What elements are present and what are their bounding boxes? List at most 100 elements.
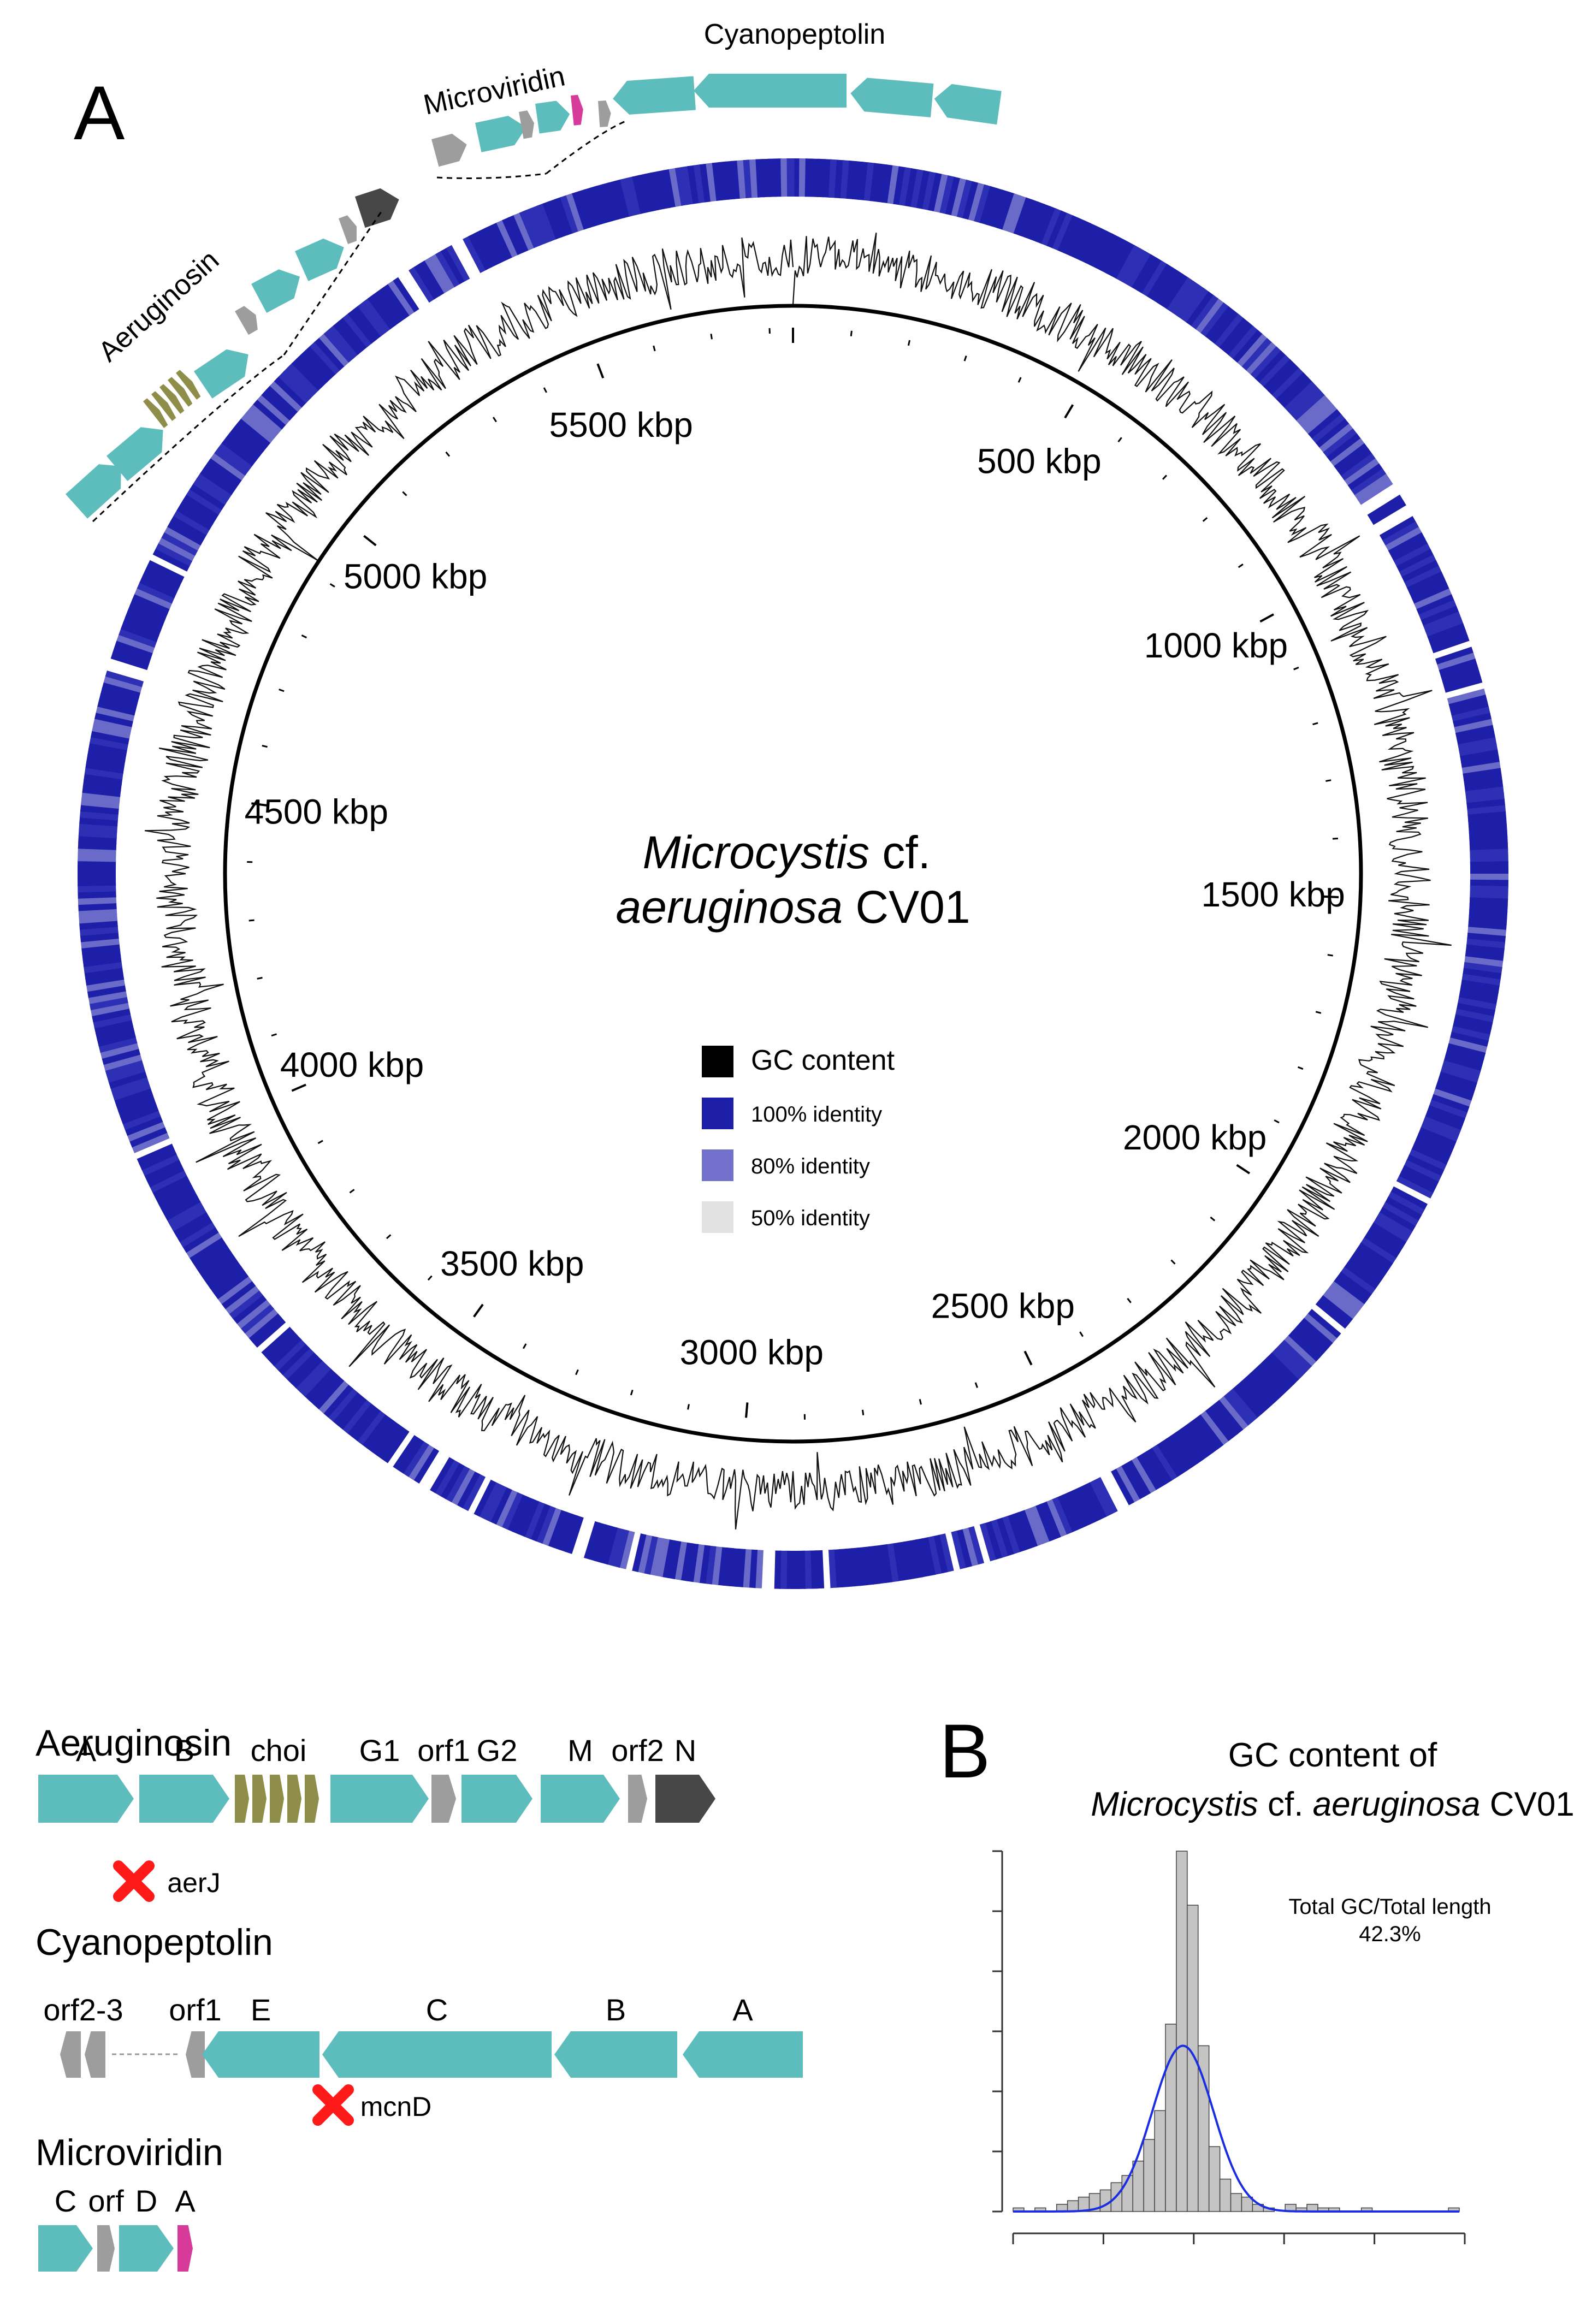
identity-ring-segment	[803, 1550, 812, 1589]
identity-ring-segment	[693, 164, 706, 204]
legend-swatch	[702, 1046, 733, 1077]
identity-ring-segment	[125, 1115, 163, 1136]
identity-ring-segment	[78, 872, 116, 880]
identity-ring-segment	[1425, 617, 1464, 638]
identity-ring-segment	[1051, 1497, 1073, 1536]
identity-ring-segment	[1327, 433, 1362, 463]
identity-ring-segment	[92, 724, 131, 739]
identity-ring-segment	[455, 1471, 481, 1508]
gene-label: A	[76, 1733, 97, 1768]
genome-title-strain: CV01	[843, 881, 970, 933]
identity-ring-segment	[955, 1529, 972, 1568]
kbp-tick-mark	[974, 1382, 978, 1388]
identity-ring-segment	[1146, 264, 1174, 300]
identity-ring-segment	[336, 1395, 367, 1430]
identity-ring-segment	[261, 389, 295, 421]
identity-ring-segment	[98, 693, 138, 710]
identity-ring-segment	[612, 1528, 630, 1568]
identity-ring-segment	[214, 447, 250, 476]
identity-ring-segment	[122, 1109, 161, 1130]
identity-ring-segment	[277, 1343, 310, 1376]
identity-ring-segment	[1435, 1083, 1473, 1102]
identity-ring-segment	[1315, 1300, 1350, 1330]
identity-ring-segment	[1442, 670, 1481, 689]
identity-ring-segment	[248, 403, 283, 434]
gene-label: A	[175, 2184, 196, 2218]
identity-ring-segment	[1351, 469, 1387, 496]
identity-ring-segment	[149, 1169, 187, 1193]
identity-ring-segment	[1141, 260, 1168, 298]
kbp-tick-mark	[1297, 1066, 1304, 1070]
identity-ring-segment	[921, 1537, 936, 1576]
identity-ring-segment	[542, 201, 563, 240]
identity-ring-segment	[351, 1406, 381, 1442]
identity-ring-segment	[1045, 1499, 1067, 1538]
identity-ring-segment	[1156, 1441, 1183, 1478]
identity-ring-segment	[1228, 325, 1259, 360]
identity-ring-segment	[886, 1543, 899, 1582]
identity-ring-segment	[119, 627, 157, 648]
identity-ring-segment	[338, 317, 368, 352]
identity-ring-segment	[1180, 1425, 1209, 1461]
identity-ring-segment	[624, 1532, 641, 1571]
identity-ring-segment	[78, 890, 116, 899]
genome-title-cf: cf.	[869, 827, 931, 878]
identity-ring-segment	[607, 181, 625, 220]
identity-ring-segment	[122, 616, 162, 637]
identity-ring-segment	[413, 263, 441, 300]
identity-ring-segment	[1334, 443, 1369, 472]
identity-ring-segment	[269, 1334, 302, 1366]
identity-ring-segment	[570, 1517, 590, 1556]
kbp-tick-mark	[257, 977, 263, 980]
identity-ring-segment	[1470, 861, 1508, 869]
identity-ring-segment	[910, 169, 925, 209]
identity-ring-segment	[116, 1093, 155, 1113]
legend-swatch	[702, 1149, 733, 1181]
identity-ring-segment	[1284, 381, 1317, 413]
identity-ring-segment	[1395, 1176, 1434, 1200]
identity-ring-segment	[1465, 786, 1504, 799]
identity-ring-segment	[1190, 1418, 1219, 1454]
identity-ring-segment	[541, 1507, 561, 1546]
identity-ring-segment	[1111, 242, 1136, 280]
identity-ring-segment	[649, 1537, 664, 1576]
identity-ring-segment	[1246, 342, 1277, 376]
identity-ring-segment	[245, 408, 279, 438]
identity-ring-segment	[291, 358, 324, 391]
identity-ring-segment	[333, 321, 364, 355]
identity-ring-segment	[305, 345, 337, 379]
identity-ring-segment	[909, 1539, 924, 1579]
identity-ring-segment	[120, 1104, 159, 1124]
identity-ring-segment	[1385, 526, 1423, 552]
identity-ring-segment	[1057, 215, 1080, 253]
identity-ring-segment	[1126, 251, 1152, 288]
gene-arrow	[97, 2225, 115, 2272]
identity-ring-segment	[485, 224, 508, 263]
histogram-bar	[1176, 1851, 1188, 2212]
identity-ring-segment	[1457, 997, 1497, 1012]
identity-ring-segment	[407, 1444, 434, 1480]
kbp-tick-mark	[630, 1389, 634, 1396]
identity-ring-segment	[1025, 201, 1045, 240]
gene-arrow	[305, 1775, 319, 1823]
identity-ring-segment	[241, 412, 275, 443]
identity-ring-segment	[377, 287, 406, 323]
identity-ring-segment	[1046, 210, 1068, 249]
identity-ring-segment	[97, 1030, 136, 1047]
identity-ring-segment	[1448, 1037, 1488, 1054]
identity-ring-segment	[857, 162, 869, 201]
identity-ring-segment	[995, 1517, 1014, 1557]
identity-ring-segment	[1291, 1326, 1325, 1358]
identity-ring-segment	[1465, 950, 1504, 963]
identity-ring-segment	[213, 1270, 249, 1300]
cluster-title: Cyanopeptolin	[35, 1922, 273, 1963]
identity-ring-segment	[1268, 363, 1300, 396]
identity-ring-segment	[155, 1179, 193, 1204]
identity-ring-segment	[265, 384, 299, 417]
identity-ring-segment	[1329, 1281, 1365, 1311]
identity-ring-segment	[945, 176, 962, 216]
identity-ring-segment	[1436, 1077, 1476, 1096]
kbp-tick-mark	[386, 1234, 392, 1240]
identity-ring-segment	[388, 280, 416, 316]
